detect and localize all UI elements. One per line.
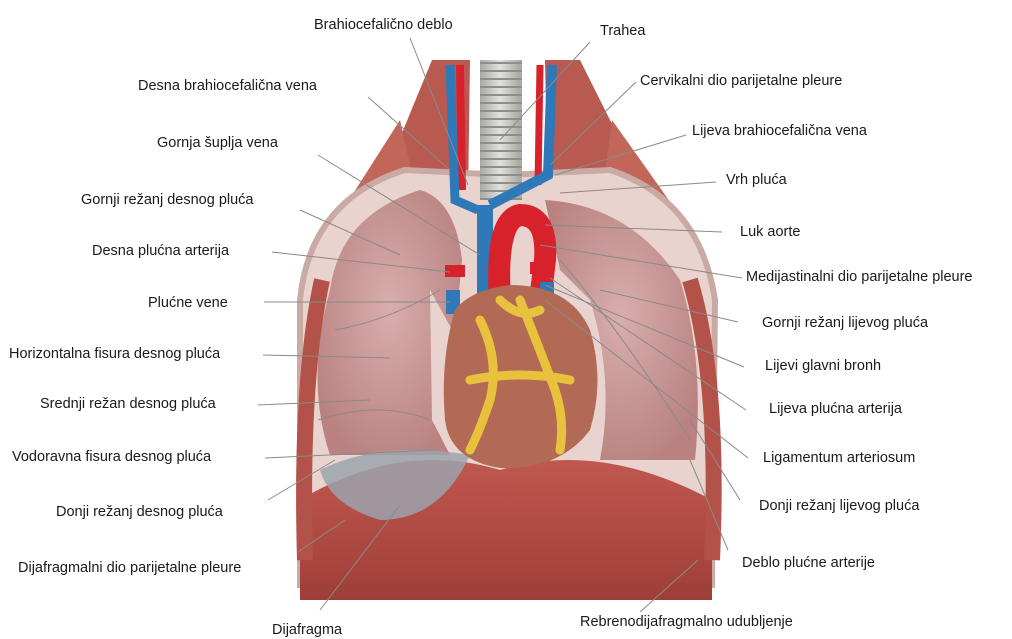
label-lijeva-plucna-arterija: Lijeva plućna arterija <box>769 401 902 418</box>
label-cervikalni-dio: Cervikalni dio parijetalne pleure <box>640 73 842 90</box>
label-medijastinalni-dio: Medijastinalni dio parijetalne pleure <box>746 269 973 286</box>
label-gornji-rezanj-desnog: Gornji režanj desnog pluća <box>81 192 254 209</box>
label-plucne-vene: Plućne vene <box>148 295 228 312</box>
trachea-shape <box>480 60 522 200</box>
label-brahiocefalicno-deblo: Brahiocefalično deblo <box>314 17 453 34</box>
label-gornji-rezanj-lijevog: Gornji režanj lijevog pluća <box>762 315 928 332</box>
label-deblo-plucne-arterije: Deblo plućne arterije <box>742 555 875 572</box>
label-luk-aorte: Luk aorte <box>740 224 800 241</box>
label-lijevi-glavni-bronh: Lijevi glavni bronh <box>765 358 881 375</box>
label-lijeva-brahiocefalicna-vena: Lijeva brahiocefalična vena <box>692 123 867 140</box>
label-rebrenodijafragmalno: Rebrenodijafragmalno udubljenje <box>580 614 793 631</box>
label-desna-brahiocefalicna-vena: Desna brahiocefalična vena <box>138 78 317 95</box>
label-trahea: Trahea <box>600 23 645 40</box>
label-vodoravna-fisura: Vodoravna fisura desnog pluća <box>12 449 211 466</box>
label-horizontalna-fisura: Horizontalna fisura desnog pluća <box>9 346 220 363</box>
label-srednji-rezan: Srednji režan desnog pluća <box>40 396 216 413</box>
label-donji-rezanj-lijevog: Donji režanj lijevog pluća <box>759 498 919 515</box>
label-ligamentum-arteriosum: Ligamentum arteriosum <box>763 450 915 467</box>
label-desna-plucna-arterija: Desna plućna arterija <box>92 243 229 260</box>
heart <box>444 285 598 468</box>
label-gornja-suplja-vena: Gornja šuplja vena <box>157 135 278 152</box>
label-dijafragma: Dijafragma <box>272 622 342 639</box>
label-dijafragmalni-dio: Dijafragmalni dio parijetalne pleure <box>18 560 241 577</box>
label-donji-rezanj-desnog: Donji režanj desnog pluća <box>56 504 223 521</box>
label-vrh-pluca: Vrh pluća <box>726 172 787 189</box>
